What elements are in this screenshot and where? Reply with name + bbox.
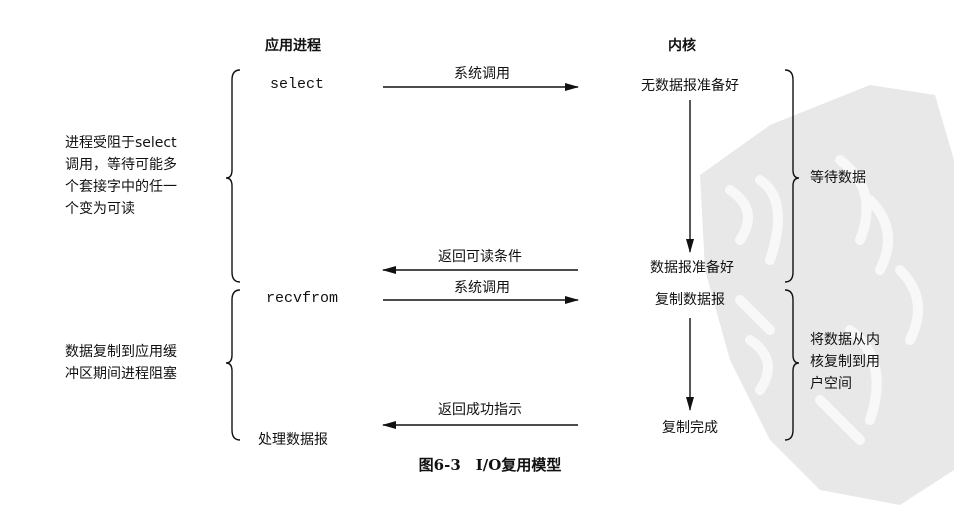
- note-line: 个套接字中的任一: [65, 179, 177, 195]
- left-brace-select: [225, 69, 241, 283]
- header-app-process: 应用进程: [265, 38, 321, 54]
- left-brace-copy: [225, 289, 241, 441]
- note-line: 户空间: [810, 376, 852, 392]
- label-syscall-2: 系统调用: [454, 280, 510, 296]
- watermark-strokes: [725, 155, 923, 445]
- state-copy-complete: 复制完成: [662, 420, 718, 436]
- label-return-success: 返回成功指示: [438, 402, 522, 418]
- note-line: 将数据从内: [810, 332, 880, 348]
- note-line: 核复制到用: [810, 354, 880, 370]
- note-copy-to-user: 将数据从内 核复制到用 户空间: [810, 329, 880, 395]
- watermark: [700, 85, 954, 505]
- right-brace-copy: [784, 289, 800, 441]
- note-wait-data: 等待数据: [810, 170, 866, 186]
- figure-caption: 图6-3 I/O复用模型: [418, 456, 562, 474]
- note-line: 进程受阻于select: [65, 135, 177, 151]
- note-line: 个变为可读: [65, 201, 135, 217]
- call-recvfrom: recvfrom: [266, 290, 339, 307]
- note-line: 数据复制到应用缓: [65, 344, 177, 360]
- state-datagram-ready: 数据报准备好: [650, 260, 734, 276]
- process-datagram: 处理数据报: [258, 432, 328, 448]
- label-return-readable: 返回可读条件: [438, 249, 522, 265]
- header-kernel: 内核: [668, 38, 696, 54]
- note-blocked-copy: 数据复制到应用缓 冲区期间进程阻塞: [65, 341, 177, 385]
- note-line: 调用，等待可能多: [65, 157, 177, 173]
- state-no-datagram: 无数据报准备好: [641, 78, 739, 94]
- note-line: 冲区期间进程阻塞: [65, 366, 177, 382]
- label-syscall-1: 系统调用: [454, 66, 510, 82]
- right-brace-wait: [784, 69, 800, 283]
- call-select: select: [270, 76, 325, 93]
- state-copy-datagram: 复制数据报: [655, 292, 725, 308]
- note-blocked-select: 进程受阻于select 调用，等待可能多 个套接字中的任一 个变为可读: [65, 132, 177, 220]
